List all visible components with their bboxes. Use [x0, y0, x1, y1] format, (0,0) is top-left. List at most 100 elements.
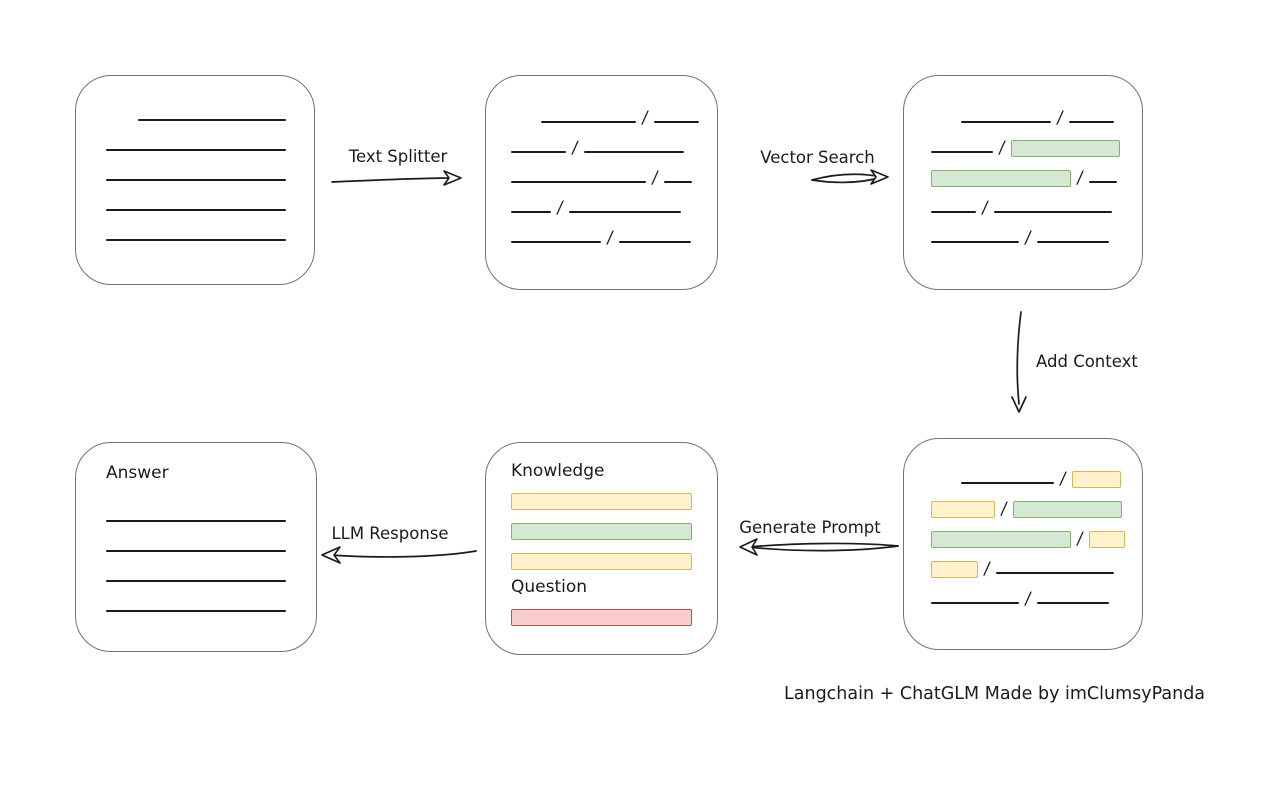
line-segment [1036, 602, 1109, 604]
line-segment [541, 121, 636, 123]
context-chunks-lines: ///// [931, 459, 1125, 609]
pattern-row: / [511, 188, 691, 218]
pattern-row: / [511, 218, 691, 248]
line-segment [106, 610, 286, 612]
bar-yellow-chunk [511, 553, 692, 570]
line-segment [106, 239, 286, 241]
line-segment [663, 181, 692, 183]
line-segment [511, 241, 601, 243]
line-segment [106, 550, 286, 552]
line-segment [511, 181, 646, 183]
bar-yellow-chunk [1071, 471, 1121, 488]
gap-spacer [511, 127, 541, 128]
slash-separator: / [1023, 589, 1033, 609]
bar-yellow-chunk [931, 501, 995, 518]
line-segment [931, 241, 1019, 243]
gap-spacer [106, 125, 138, 126]
text-splitter-label: Text Splitter [348, 147, 448, 166]
slash-separator: / [1058, 469, 1068, 489]
slash-separator: / [999, 499, 1009, 519]
bar-green-chunk [931, 170, 1071, 187]
slash-separator: / [555, 198, 565, 218]
pattern-row: / [931, 218, 1116, 248]
pattern-row [511, 481, 693, 511]
line-segment [1036, 241, 1109, 243]
bar-yellow-chunk [511, 493, 692, 510]
knowledge-label: Knowledge [511, 461, 605, 481]
pattern-row: / [511, 98, 699, 128]
pattern-row: / [931, 459, 1121, 489]
slash-separator: / [1075, 168, 1085, 188]
generate-prompt-arrow [747, 545, 899, 552]
prompt-node: Knowledge Question [485, 442, 718, 655]
pattern-row: / [931, 158, 1117, 188]
line-segment [106, 149, 286, 151]
pattern-row: / [511, 158, 692, 188]
pattern-row [106, 587, 286, 617]
slash-separator: / [640, 108, 650, 128]
line-segment [106, 520, 286, 522]
line-segment [511, 211, 551, 213]
pattern-row: / [931, 128, 1120, 158]
pattern-row [511, 511, 693, 541]
pattern-row [106, 186, 286, 216]
bar-green-chunk [931, 531, 1071, 548]
text-splitter-arrowhead [443, 170, 462, 186]
answer-label: Answer [106, 463, 169, 483]
matched-chunks-node: / / / / / [903, 75, 1143, 290]
bar-yellow-chunk [1088, 531, 1125, 548]
add-context-arrowhead [1011, 396, 1027, 413]
llm-response-label: LLM Response [331, 524, 449, 543]
vector-search-label: Vector Search [760, 148, 875, 167]
pattern-row: / [931, 98, 1116, 128]
pattern-row [106, 156, 286, 186]
pattern-row: / [931, 519, 1125, 549]
pattern-row: / [931, 549, 1116, 579]
gap-spacer [931, 488, 961, 489]
slash-separator: / [650, 168, 660, 188]
question-bar [511, 597, 693, 627]
slash-separator: / [997, 138, 1007, 158]
pattern-row: / [931, 188, 1116, 218]
bar-yellow-chunk [931, 561, 978, 578]
line-segment [1068, 121, 1114, 123]
vector-search-arrow [811, 173, 883, 181]
answer-lines [106, 497, 286, 617]
line-segment [995, 572, 1114, 574]
slash-separator: / [1023, 228, 1033, 248]
document-lines [106, 96, 286, 246]
pattern-row [106, 96, 286, 126]
slash-separator: / [1075, 529, 1085, 549]
context-chunks-node: ///// [903, 438, 1143, 650]
knowledge-bars [511, 481, 693, 571]
document-node [75, 75, 315, 285]
line-segment [106, 580, 286, 582]
gap-spacer [931, 127, 961, 128]
pattern-row [106, 527, 286, 557]
answer-node: Answer [75, 442, 317, 652]
split-chunks-node: ///// [485, 75, 718, 290]
llm-response-arrow [329, 550, 477, 558]
credit-text: Langchain + ChatGLM Made by imClumsyPand… [784, 684, 1206, 704]
text-splitter-arrow [331, 177, 456, 183]
pattern-row [106, 497, 286, 527]
line-segment [931, 211, 976, 213]
bar-green-chunk [511, 523, 692, 540]
add-context-label: Add Context [1036, 352, 1138, 371]
line-segment [931, 602, 1019, 604]
generate-prompt-arrow-upper [747, 542, 899, 548]
slash-separator: / [1055, 108, 1065, 128]
line-segment [653, 121, 699, 123]
pattern-row [511, 541, 693, 571]
line-segment [568, 211, 681, 213]
bar-green-chunk [1010, 140, 1120, 157]
llm-response-arrowhead [321, 546, 341, 564]
line-segment [931, 151, 993, 153]
line-segment [961, 482, 1054, 484]
generate-prompt-arrowhead [739, 538, 758, 556]
vector-search-arrow-lower [811, 176, 883, 184]
pattern-row: / [931, 579, 1116, 609]
vector-search-arrowhead [870, 169, 889, 185]
slash-separator: / [980, 198, 990, 218]
line-segment [511, 151, 566, 153]
